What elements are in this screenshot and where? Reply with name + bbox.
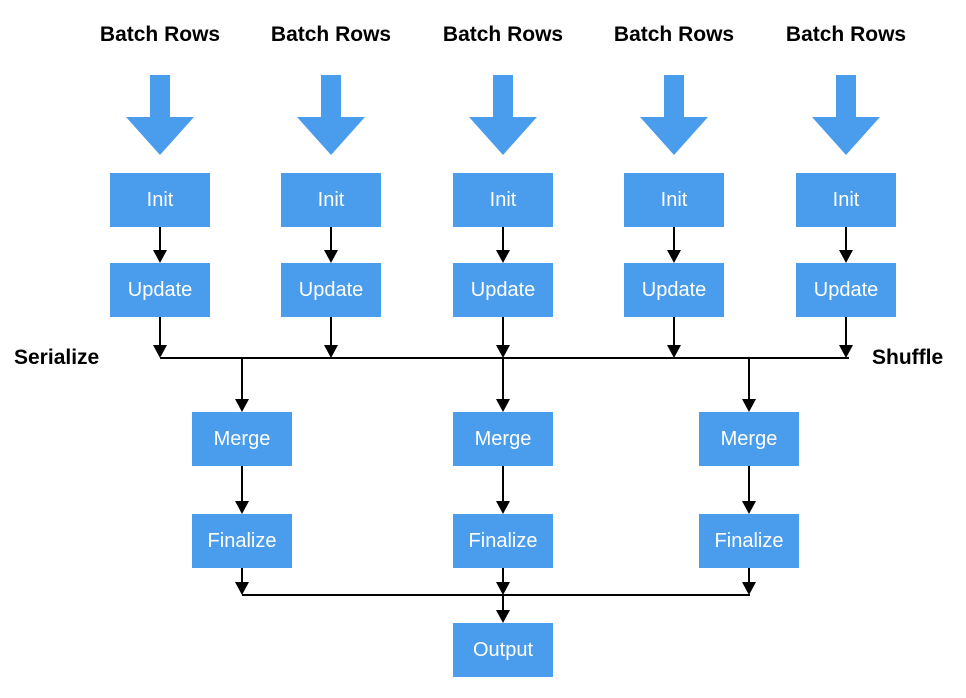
arrow-shaft bbox=[241, 466, 243, 503]
thick-down-arrow-icon bbox=[126, 75, 194, 155]
arrow-shaft bbox=[241, 359, 243, 401]
arrowhead-icon bbox=[496, 610, 510, 623]
finalize-to-line-arrow bbox=[496, 568, 510, 595]
thick-down-arrow-icon bbox=[812, 75, 880, 155]
arrow-shaft bbox=[330, 317, 332, 347]
init-to-update-arrow bbox=[324, 227, 338, 263]
init-to-update-arrow bbox=[667, 227, 681, 263]
merge-to-finalize-arrow bbox=[742, 466, 756, 514]
output-box: Output bbox=[453, 623, 553, 677]
arrow-shaft bbox=[748, 568, 750, 584]
arrow-shaft bbox=[502, 359, 504, 401]
arrow-shaft bbox=[159, 317, 161, 347]
line-to-output-arrow bbox=[496, 596, 510, 623]
init-to-update-arrow bbox=[496, 227, 510, 263]
finalize-to-line-arrow bbox=[235, 568, 249, 595]
update-box: Update bbox=[453, 263, 553, 317]
arrowhead-icon bbox=[742, 399, 756, 412]
update-to-serialize-arrow bbox=[667, 317, 681, 358]
arrowhead-icon bbox=[153, 250, 167, 263]
line-to-merge-arrow bbox=[496, 359, 510, 412]
batch-rows-label: Batch Rows bbox=[270, 23, 392, 46]
finalize-box: Finalize bbox=[699, 514, 799, 568]
init-to-update-arrow bbox=[153, 227, 167, 263]
line-to-merge-arrow bbox=[235, 359, 249, 412]
arrow-shaft bbox=[748, 359, 750, 401]
arrow-shaft bbox=[502, 227, 504, 252]
arrowhead-icon bbox=[235, 399, 249, 412]
arrowhead-icon bbox=[496, 501, 510, 514]
init-box: Init bbox=[624, 173, 724, 227]
finalize-to-line-arrow bbox=[742, 568, 756, 595]
batch-rows-label: Batch Rows bbox=[442, 23, 564, 46]
arrowhead-icon bbox=[496, 345, 510, 358]
line-to-merge-arrow bbox=[742, 359, 756, 412]
arrow-shaft bbox=[845, 227, 847, 252]
serialize-label: Serialize bbox=[14, 346, 100, 369]
arrowhead-icon bbox=[839, 250, 853, 263]
arrow-shaft bbox=[502, 596, 504, 612]
arrow-shaft bbox=[330, 227, 332, 252]
merge-to-finalize-arrow bbox=[496, 466, 510, 514]
finalize-box: Finalize bbox=[453, 514, 553, 568]
arrow-shaft bbox=[502, 466, 504, 503]
arrow-shaft bbox=[673, 317, 675, 347]
serialize-shuffle-line bbox=[160, 357, 849, 359]
arrowhead-icon bbox=[667, 345, 681, 358]
arrowhead-icon bbox=[742, 501, 756, 514]
batch-rows-label: Batch Rows bbox=[785, 23, 907, 46]
arrow-shaft bbox=[502, 568, 504, 584]
shuffle-label: Shuffle bbox=[872, 346, 944, 369]
arrowhead-icon bbox=[839, 345, 853, 358]
arrowhead-icon bbox=[496, 582, 510, 595]
update-to-serialize-arrow bbox=[153, 317, 167, 358]
arrowhead-icon bbox=[742, 582, 756, 595]
init-box: Init bbox=[110, 173, 210, 227]
init-box: Init bbox=[796, 173, 896, 227]
init-box: Init bbox=[453, 173, 553, 227]
batch-rows-label: Batch Rows bbox=[99, 23, 221, 46]
arrowhead-icon bbox=[153, 345, 167, 358]
arrow-shaft bbox=[159, 227, 161, 252]
update-box: Update bbox=[796, 263, 896, 317]
arrowhead-icon bbox=[324, 250, 338, 263]
arrow-shaft bbox=[502, 317, 504, 347]
merge-box: Merge bbox=[192, 412, 292, 466]
thick-down-arrow-icon bbox=[297, 75, 365, 155]
arrow-shaft bbox=[673, 227, 675, 252]
collector-line bbox=[242, 594, 750, 596]
merge-box: Merge bbox=[453, 412, 553, 466]
arrowhead-icon bbox=[496, 250, 510, 263]
update-box: Update bbox=[110, 263, 210, 317]
init-box: Init bbox=[281, 173, 381, 227]
arrow-shaft bbox=[241, 568, 243, 584]
merge-box: Merge bbox=[699, 412, 799, 466]
finalize-box: Finalize bbox=[192, 514, 292, 568]
thick-down-arrow-icon bbox=[469, 75, 537, 155]
arrow-shaft bbox=[845, 317, 847, 347]
arrowhead-icon bbox=[235, 582, 249, 595]
arrowhead-icon bbox=[667, 250, 681, 263]
arrowhead-icon bbox=[235, 501, 249, 514]
update-to-serialize-arrow bbox=[496, 317, 510, 358]
init-to-update-arrow bbox=[839, 227, 853, 263]
update-to-serialize-arrow bbox=[839, 317, 853, 358]
update-to-serialize-arrow bbox=[324, 317, 338, 358]
update-box: Update bbox=[281, 263, 381, 317]
batch-rows-label: Batch Rows bbox=[613, 23, 735, 46]
update-box: Update bbox=[624, 263, 724, 317]
arrow-shaft bbox=[748, 466, 750, 503]
merge-to-finalize-arrow bbox=[235, 466, 249, 514]
thick-down-arrow-icon bbox=[640, 75, 708, 155]
arrowhead-icon bbox=[324, 345, 338, 358]
arrowhead-icon bbox=[496, 399, 510, 412]
